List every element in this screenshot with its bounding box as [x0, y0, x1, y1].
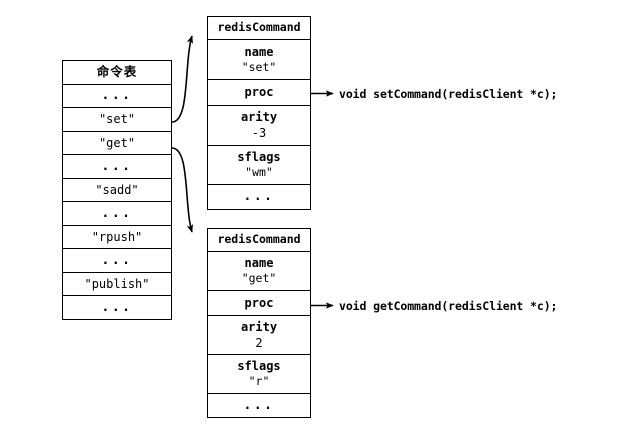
struct-field-value: "get" [241, 271, 277, 286]
struct-field-key: sflags [237, 150, 281, 165]
table-row-label: "rpush" [91, 230, 143, 245]
struct-field-value: "r" [248, 374, 270, 389]
table-row-rpush[interactable]: "rpush" [63, 225, 171, 250]
struct-field-sflags: sflags "r" [208, 355, 310, 394]
struct-field-value: 2 [255, 336, 263, 351]
function-signature-get-command: void getCommand(redisClient *c); [339, 299, 558, 313]
struct-redis-command-get: redisCommand name "get" proc arity 2 sfl… [207, 228, 311, 418]
table-row-label: "sadd" [95, 182, 139, 197]
struct-field-name: name "set" [208, 40, 310, 80]
struct-header-label: redisCommand [217, 20, 301, 35]
table-row-label: ... [101, 158, 133, 174]
struct-field-key: arity [240, 109, 278, 124]
struct-field-key: proc [244, 295, 274, 310]
table-row-label: "set" [98, 112, 136, 127]
link-arrow-get [171, 147, 193, 233]
command-table-header: 命令表 [63, 61, 171, 85]
table-row: ... [63, 202, 171, 226]
struct-field-value: -3 [251, 126, 267, 141]
table-row-set[interactable]: "set" [63, 108, 171, 132]
struct-field-key: sflags [237, 359, 281, 374]
link-arrow-set [171, 35, 193, 123]
table-row-label: "get" [98, 135, 136, 150]
table-row-sadd[interactable]: "sadd" [63, 178, 171, 203]
table-row: ... [63, 249, 171, 273]
struct-field-value: "wm" [245, 165, 273, 180]
struct-field-key: name [244, 44, 274, 59]
table-row-publish[interactable]: "publish" [63, 272, 171, 297]
function-signature-set-command: void setCommand(redisClient *c); [339, 87, 558, 101]
struct-field-value: "set" [241, 59, 277, 74]
table-row: ... [63, 84, 171, 109]
command-table-header-label: 命令表 [96, 63, 138, 79]
struct-field-sflags: sflags "wm" [208, 145, 310, 186]
struct-header: redisCommand [208, 229, 310, 252]
struct-header: redisCommand [208, 17, 310, 40]
struct-field-more: ... [208, 393, 310, 417]
table-row-label: ... [101, 300, 133, 316]
struct-header-label: redisCommand [217, 232, 301, 247]
struct-field-key: proc [244, 85, 274, 100]
struct-field-proc: proc [208, 290, 310, 317]
table-row-label: ... [101, 88, 133, 104]
table-row-label: "publish" [84, 277, 150, 292]
struct-field-more-label: ... [243, 397, 275, 413]
command-table: 命令表 ... "set" "get" ... "sadd" ... "rpus… [62, 60, 172, 320]
table-row: ... [63, 155, 171, 179]
struct-field-proc: proc [208, 79, 310, 106]
struct-field-more-label: ... [243, 189, 275, 205]
table-row-label: ... [101, 252, 133, 268]
struct-field-arity: arity -3 [208, 105, 310, 146]
struct-field-key: name [244, 256, 274, 271]
table-row-get[interactable]: "get" [63, 131, 171, 156]
struct-field-more: ... [208, 185, 310, 209]
table-row-label: ... [101, 205, 133, 221]
struct-redis-command-set: redisCommand name "set" proc arity -3 sf… [207, 16, 311, 210]
struct-field-name: name "get" [208, 252, 310, 291]
struct-field-arity: arity 2 [208, 316, 310, 356]
struct-field-key: arity [240, 319, 278, 334]
table-row: ... [63, 296, 171, 320]
